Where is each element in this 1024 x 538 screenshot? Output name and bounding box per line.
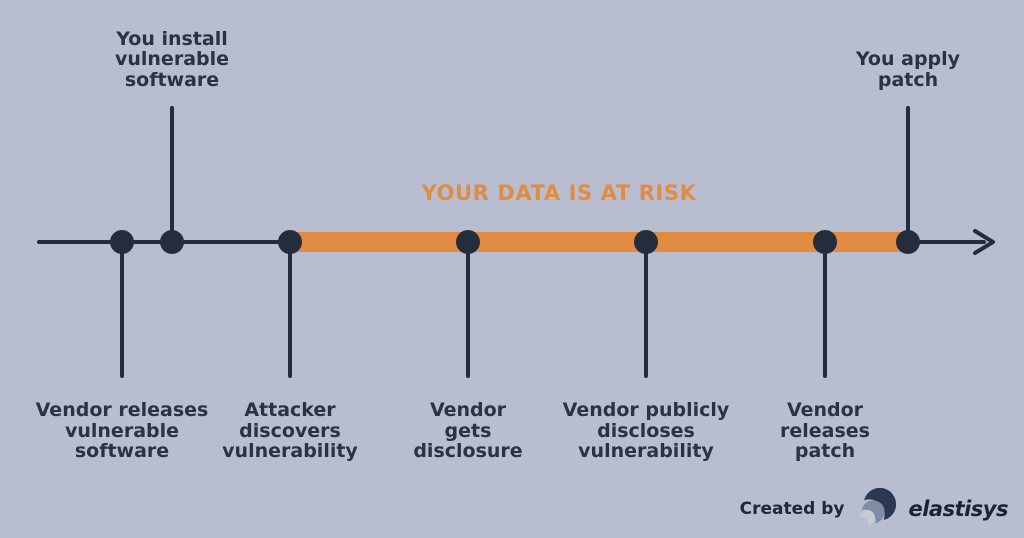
event-label: Vendor releases patch	[780, 399, 870, 462]
event-dot	[278, 230, 302, 254]
event-stem	[906, 106, 910, 242]
event-dot	[160, 230, 184, 254]
arrowhead-icon	[973, 229, 995, 255]
event-stem	[823, 242, 827, 378]
created-by-label: Created by	[739, 499, 845, 519]
event-stem	[120, 242, 124, 378]
risk-period-bar	[290, 232, 908, 252]
event-dot	[110, 230, 134, 254]
event-label: Vendor gets disclosure	[413, 399, 523, 462]
event-label: Vendor releases vulnerable software	[35, 399, 209, 462]
event-stem	[288, 242, 292, 378]
event-dot	[813, 230, 837, 254]
event-label: You apply patch	[855, 48, 961, 91]
event-label: Vendor publicly discloses vulnerability	[562, 399, 730, 462]
event-label: Attacker discovers vulnerability	[222, 399, 358, 462]
footer-credit: Created by elastisys	[740, 486, 1008, 532]
risk-title: YOUR DATA IS AT RISK	[421, 181, 697, 205]
event-stem	[466, 242, 470, 378]
elastisys-logo-icon	[853, 487, 897, 532]
event-dot	[896, 230, 920, 254]
event-stem	[644, 242, 648, 378]
event-label: You install vulnerable software	[114, 27, 230, 91]
event-dot	[456, 230, 480, 254]
event-dot	[634, 230, 658, 254]
event-stem	[170, 106, 174, 242]
brand-name: elastisys	[908, 497, 1008, 521]
